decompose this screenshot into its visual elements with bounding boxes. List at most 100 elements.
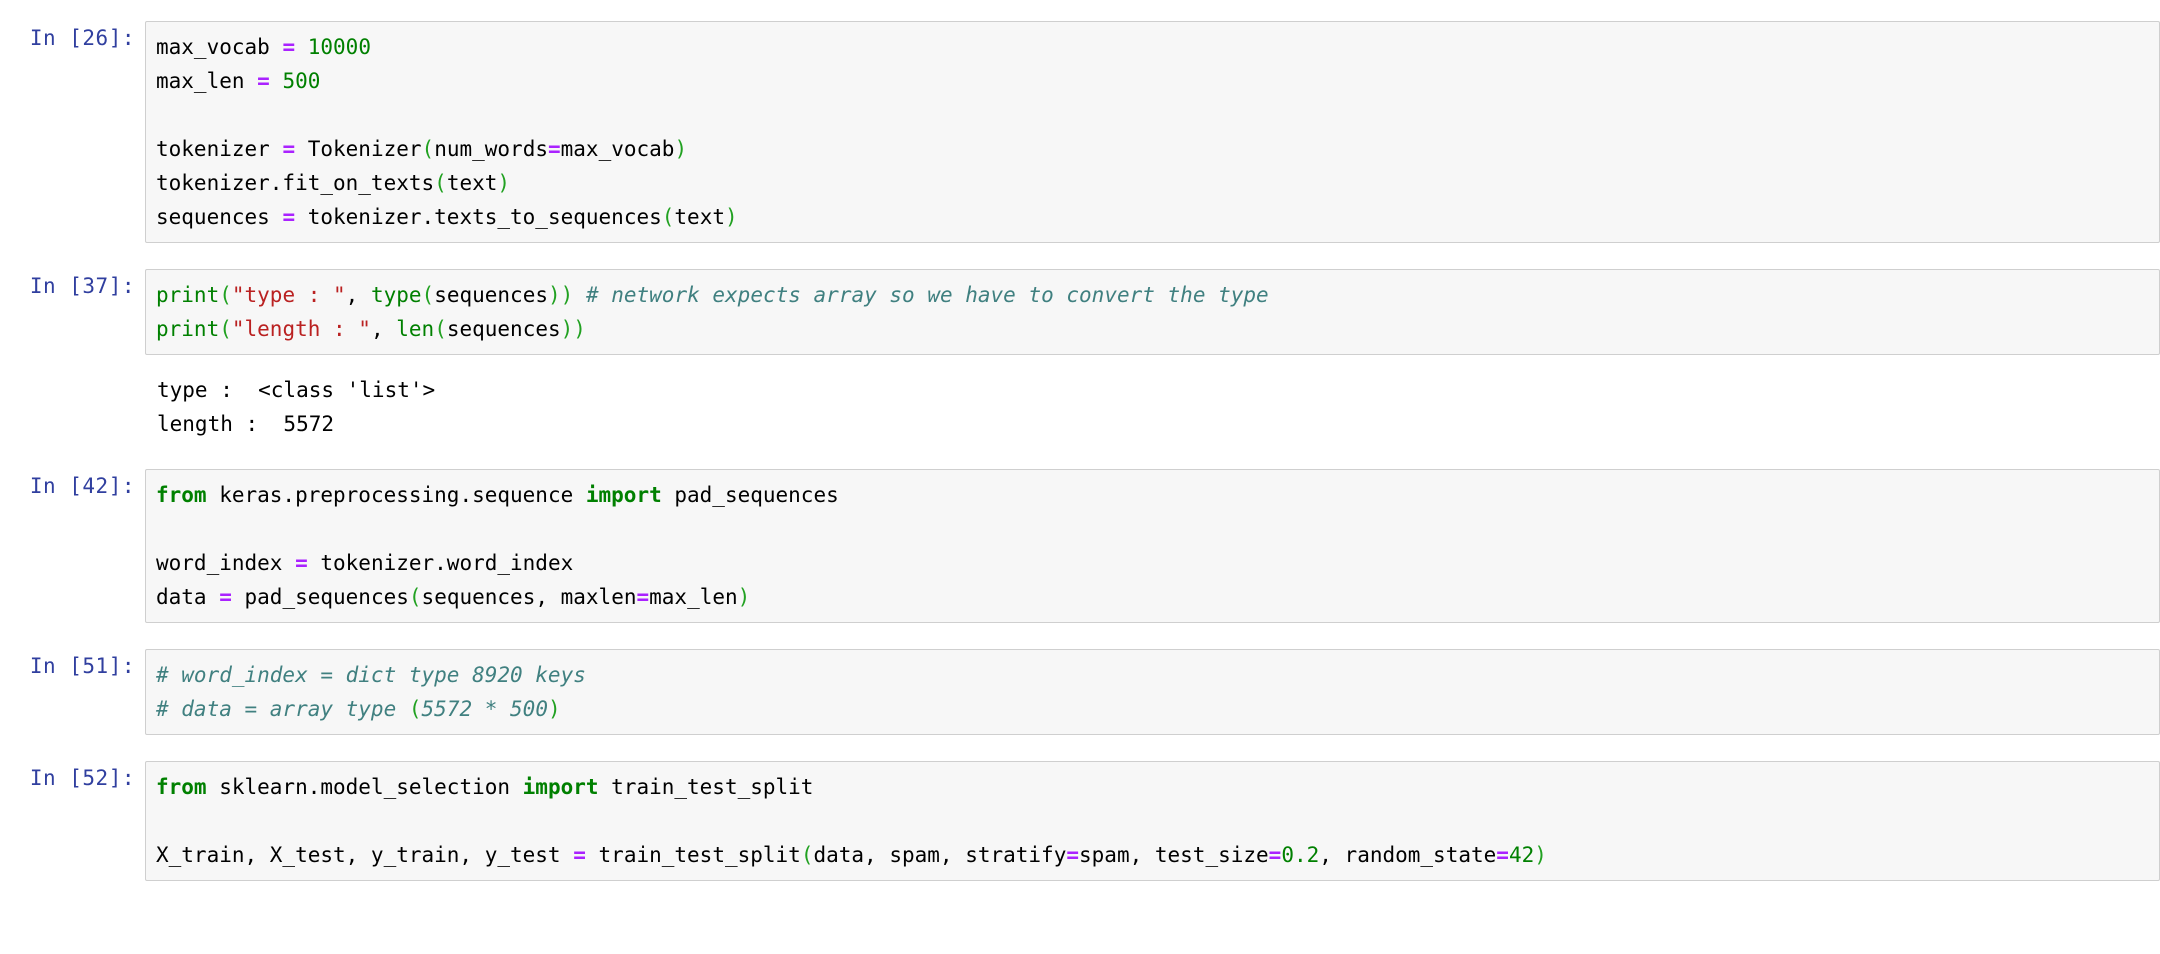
cell-prompt-label: In [42]: <box>29 474 135 498</box>
code-token: tokenizer.word_index <box>307 551 574 575</box>
code-token: type <box>370 283 422 307</box>
code-line <box>156 98 2159 132</box>
code-token: ) <box>547 697 561 721</box>
code-line: data = pad_sequences(sequences, maxlen=m… <box>156 580 2159 614</box>
code-token: max_len <box>649 585 738 609</box>
code-token: )) <box>548 283 574 307</box>
code-token: from <box>156 483 207 507</box>
code-token: ( <box>434 171 447 195</box>
code-token: sequences <box>434 283 548 307</box>
code-token: X_train, X_test, y_train, y_test <box>156 843 574 867</box>
code-token: train_test_split <box>598 775 814 799</box>
code-line: sequences = tokenizer.texts_to_sequences… <box>156 200 2159 234</box>
code-token: ) <box>724 205 738 229</box>
code-line: X_train, X_test, y_train, y_test = train… <box>156 838 2159 872</box>
code-token: ( <box>408 585 422 609</box>
notebook-cell[interactable]: In [51]: # word_index = dict type 8920 ke… <box>0 649 2160 735</box>
code-line: word_index = tokenizer.word_index <box>156 546 2159 580</box>
code-token: data <box>156 585 220 609</box>
code-token: spam, test_size <box>1079 843 1269 867</box>
cell-spacer <box>0 243 2160 269</box>
code-token: ( <box>434 317 447 341</box>
cell-prompt-label: In [52]: <box>29 766 135 790</box>
cell-prompt-label: In [26]: <box>29 26 135 50</box>
code-token: ( <box>800 843 814 867</box>
code-input-area[interactable]: from keras.preprocessing.sequence import… <box>145 469 2160 623</box>
code-token: , <box>345 283 371 307</box>
code-token: ( <box>219 283 232 307</box>
code-line: # word_index = dict type 8920 keys <box>156 658 2159 692</box>
code-token: = <box>1066 843 1080 867</box>
code-token: ( <box>421 283 435 307</box>
code-token: text <box>674 205 725 229</box>
cell-spacer <box>0 623 2160 649</box>
code-line: max_vocab = 10000 <box>156 30 2159 64</box>
code-token: = <box>636 585 650 609</box>
cell-prompt-label: In [51]: <box>29 654 135 678</box>
code-token: pad_sequences <box>661 483 839 507</box>
code-token: ) <box>497 171 511 195</box>
code-token: sequences <box>446 317 561 341</box>
code-token: text <box>446 171 498 195</box>
notebook-cell[interactable]: In [42]: from keras.preprocessing.sequenc… <box>0 469 2160 623</box>
code-token: = <box>282 205 296 229</box>
code-token: data, spam, stratify <box>813 843 1067 867</box>
code-token: = <box>1496 843 1509 867</box>
code-input-area[interactable]: print("type : ", type(sequences)) # netw… <box>145 269 2160 355</box>
code-token: = <box>282 137 296 161</box>
code-token: max_vocab <box>560 137 675 161</box>
output-prompt-spacer <box>0 367 145 401</box>
code-token: len <box>396 317 435 341</box>
code-token: # word_index = dict type 8920 keys <box>156 663 586 687</box>
code-token: = <box>547 137 561 161</box>
code-token: # data = array type <box>156 697 409 721</box>
code-token: = <box>219 585 232 609</box>
code-token: 500 <box>282 69 321 93</box>
code-token: )) <box>560 317 586 341</box>
code-token <box>573 283 586 307</box>
code-token: import <box>585 483 662 507</box>
top-spacer <box>0 0 2160 21</box>
code-token: max_vocab <box>156 35 283 59</box>
code-line: from keras.preprocessing.sequence import… <box>156 478 2159 512</box>
code-input-area[interactable]: from sklearn.model_selection import trai… <box>145 761 2160 881</box>
code-token: ) <box>1534 843 1547 867</box>
code-token <box>270 69 283 93</box>
code-token: = <box>573 843 586 867</box>
notebook-cell[interactable]: In [52]: from sklearn.model_selection imp… <box>0 761 2160 881</box>
code-line: # data = array type (5572 * 500) <box>156 692 2159 726</box>
code-token: word_index <box>156 551 296 575</box>
code-token: ( <box>421 137 435 161</box>
code-token: sklearn.model_selection <box>206 775 523 799</box>
code-token: "length : " <box>231 317 371 341</box>
code-token: tokenizer.fit_on_texts <box>156 171 435 195</box>
code-token: ) <box>737 585 751 609</box>
code-token: print <box>156 317 220 341</box>
code-token: 5572 * 500 <box>421 697 548 721</box>
code-token: from <box>156 775 207 799</box>
code-token: = <box>257 69 270 93</box>
code-token: "type : " <box>231 283 346 307</box>
code-token: = <box>1268 843 1282 867</box>
code-token: , <box>370 317 397 341</box>
code-token: pad_sequences <box>231 585 409 609</box>
cell-spacer <box>0 447 2160 469</box>
code-token: max_len <box>156 69 258 93</box>
code-token: ( <box>408 697 422 721</box>
code-token: , random_state <box>1319 843 1497 867</box>
cell-output-spacer <box>0 355 2160 367</box>
code-token: ) <box>674 137 688 161</box>
code-line <box>156 804 2159 838</box>
stream-output-area: type : <class 'list'>length : 5572 <box>145 367 2160 447</box>
cell-spacer <box>0 735 2160 761</box>
code-line: max_len = 500 <box>156 64 2159 98</box>
notebook-cell[interactable]: In [37]:print("type : ", type(sequences)… <box>0 269 2160 355</box>
code-token: 0.2 <box>1281 843 1320 867</box>
code-token: Tokenizer <box>295 137 422 161</box>
code-token <box>295 35 308 59</box>
code-input-area[interactable]: # word_index = dict type 8920 keys # data… <box>145 649 2160 735</box>
